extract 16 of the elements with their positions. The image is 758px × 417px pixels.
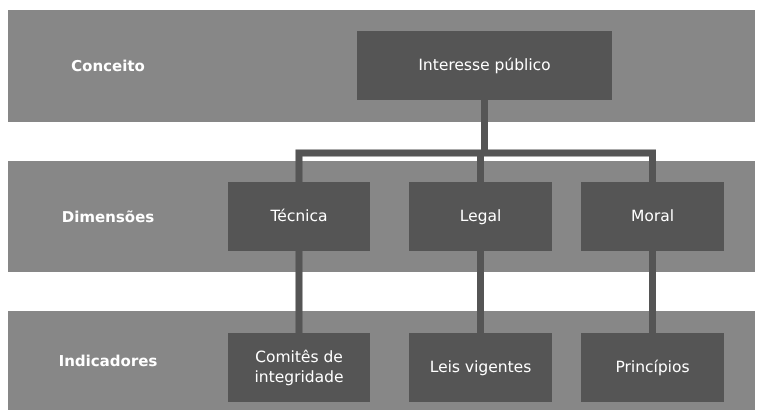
concept-box: Interesse público (357, 31, 612, 100)
concept-box: Legal (409, 182, 552, 251)
concept-box: Técnica (228, 182, 370, 251)
level-band (8, 161, 755, 272)
connector-line (296, 251, 302, 333)
connector-line (477, 251, 484, 333)
concept-box: Leis vigentes (409, 333, 552, 402)
level-band (8, 10, 755, 122)
level-label: Conceito (70, 56, 146, 77)
level-label: Indicadores (58, 350, 158, 372)
concept-box: Moral (581, 182, 724, 251)
level-band (8, 311, 755, 410)
concept-box: Comitês de integridade (228, 333, 370, 402)
concept-box: Princípios (581, 333, 724, 402)
connector-line (649, 251, 656, 333)
level-label: Dimensões (60, 206, 156, 228)
